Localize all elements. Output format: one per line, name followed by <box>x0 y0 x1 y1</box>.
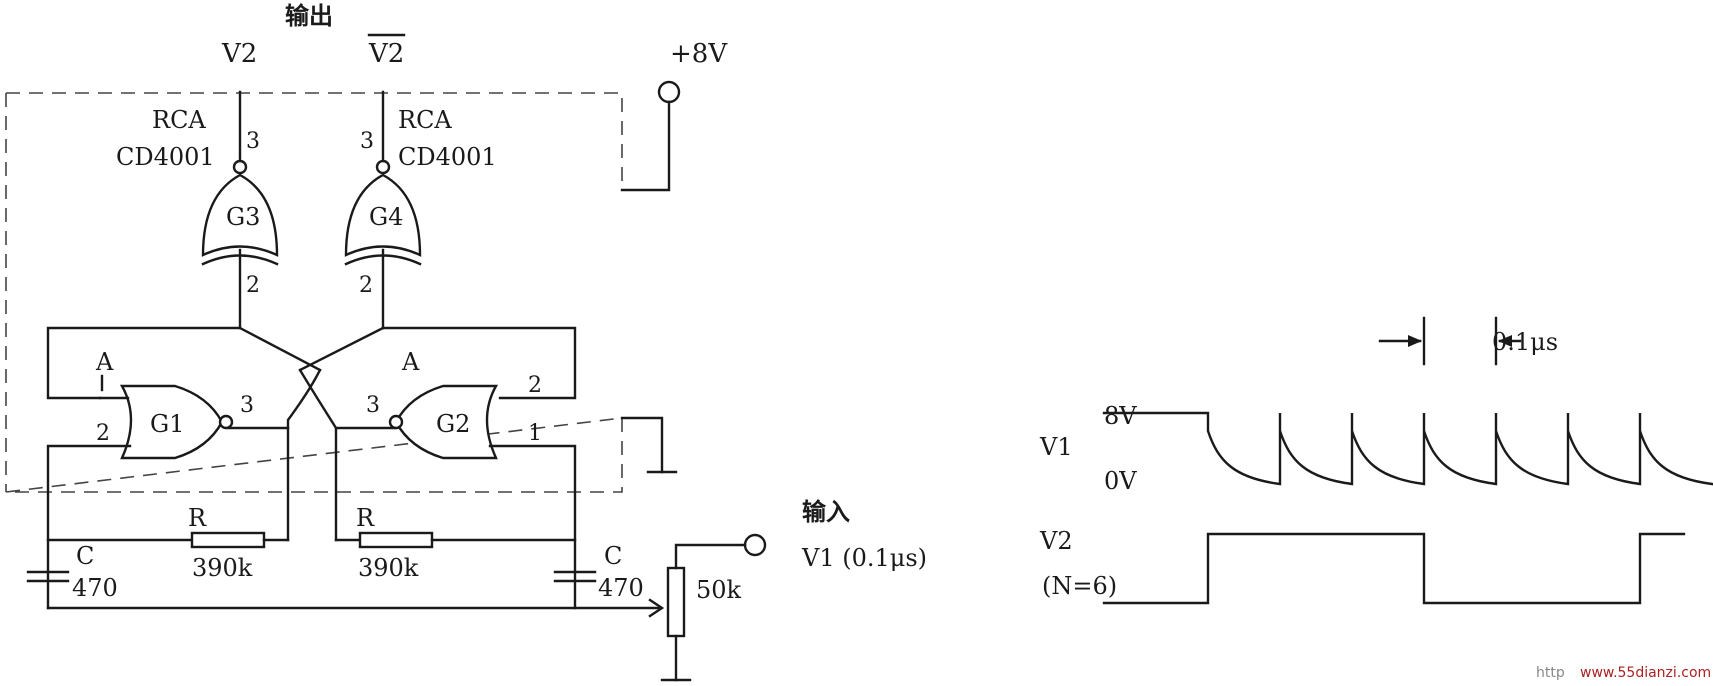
g2-name: G2 <box>436 410 470 438</box>
pot-top-wire <box>674 543 747 570</box>
g3-pin-out: 3 <box>246 129 260 154</box>
ic-boundary-top <box>6 92 623 190</box>
input-terminal <box>743 533 767 557</box>
v2-waveform <box>1102 532 1686 605</box>
g1-node-a: A <box>95 348 114 376</box>
supply-wire <box>620 100 671 192</box>
c-right-value: 470 <box>598 574 644 602</box>
g2-pin-in-bottom: 1 <box>528 421 542 446</box>
g1-gate <box>119 384 224 460</box>
g1-in-b-wire <box>46 444 132 610</box>
g1-out-to-r-wire <box>286 368 322 542</box>
cross-wire-1 <box>238 326 322 372</box>
output-v2-bar-label: V2 <box>368 39 404 69</box>
g1-in-a-wire <box>46 326 242 400</box>
pot-value: 50k <box>696 576 742 604</box>
r-left-body <box>190 531 266 549</box>
pot-wiper-arrow <box>648 598 665 618</box>
r-left-name: R <box>188 504 207 532</box>
g3-part: CD4001 <box>116 143 215 171</box>
period-arrow-right-head <box>1498 335 1512 347</box>
output-v2-label: V2 <box>221 39 257 69</box>
g2-pin-in-top: 2 <box>528 373 542 398</box>
period-arrow-left-head <box>1408 335 1422 347</box>
r-left-value: 390k <box>192 554 253 582</box>
g1-bubble <box>218 414 234 430</box>
input-label: V1 (0.1μs) <box>801 544 927 572</box>
g3-gate <box>201 173 279 257</box>
g3-name: G3 <box>226 203 260 231</box>
supply-terminal <box>657 80 681 104</box>
g3-pin-in: 2 <box>246 273 260 298</box>
v1-low-label: 0V <box>1104 467 1137 495</box>
r-right-value: 390k <box>358 554 419 582</box>
supply-label: +8V <box>670 39 728 69</box>
v1-high-label: 8V <box>1104 402 1137 430</box>
v1-waveform <box>1102 411 1713 486</box>
g2-gate <box>394 384 499 460</box>
g4-part: CD4001 <box>398 143 497 171</box>
g2-node-a: A <box>401 348 420 376</box>
g1-pin-out: 3 <box>240 393 254 418</box>
g4-bubble <box>375 159 391 175</box>
g4-pin-out: 3 <box>360 129 374 154</box>
g1-pin-in: 2 <box>96 421 110 446</box>
pot-body <box>666 566 686 638</box>
g2-pin-out: 3 <box>366 393 380 418</box>
g2-in-b-wire <box>488 444 577 610</box>
g4-name: G4 <box>369 203 403 231</box>
g1-name: G1 <box>150 410 184 438</box>
g3-bubble <box>232 159 248 175</box>
v2-name: V2 <box>1039 527 1073 555</box>
watermark-prefix: http <box>1536 665 1565 681</box>
g4-maker: RCA <box>398 106 452 134</box>
watermark-site: www.55dianzi.com <box>1580 665 1711 681</box>
output-title: 输出 <box>285 2 333 30</box>
cross-wire-2 <box>298 326 385 372</box>
input-title: 输入 <box>802 498 850 526</box>
chip-gnd-wire <box>620 416 664 474</box>
g2-in-a-wire <box>381 326 577 400</box>
g3-maker: RCA <box>152 106 206 134</box>
g2-bubble <box>388 414 404 430</box>
g4-pin-in: 2 <box>359 273 373 298</box>
timing-diagram: 0.1μs 8V V1 0V V2 (N=6) <box>1039 316 1713 605</box>
g4-gate <box>344 173 422 257</box>
r-right-name: R <box>356 504 375 532</box>
v2-note: (N=6) <box>1042 572 1117 600</box>
r-right-body <box>358 531 434 549</box>
c-left-name: C <box>76 542 94 570</box>
v1-name: V1 <box>1039 433 1073 461</box>
c-right-name: C <box>604 542 622 570</box>
c-left-value: 470 <box>72 574 118 602</box>
ic-boundary-bottom <box>5 417 623 493</box>
